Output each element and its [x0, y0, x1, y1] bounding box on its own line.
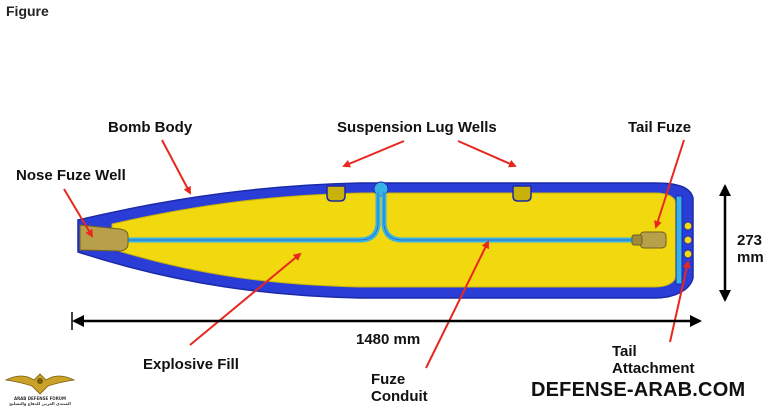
dimension-length-label: 1480 mm: [356, 331, 421, 348]
tail-attachment-bolt-2: [683, 235, 693, 245]
arrow-lug-left: [342, 140, 405, 168]
tail-attachment-bolt-1: [683, 221, 693, 231]
tail-fuze: [639, 231, 667, 249]
arrow-fuze-conduit: [425, 240, 489, 369]
eagle-emblem-icon: [4, 373, 76, 395]
arrow-tail-fuze: [654, 139, 685, 229]
label-tail-fuze: Tail Fuze: [628, 119, 692, 136]
label-fuze-conduit-line2: Conduit: [371, 387, 428, 405]
logo-text-line2: المنتدى العربي للدفاع والتسليح: [9, 401, 71, 406]
site-watermark: DEFENSE-ARAB.COM: [531, 379, 746, 401]
forum-logo: ARAB DEFENSE FORUM المنتدى العربي للدفاع…: [4, 368, 76, 408]
figure-label: Figure: [6, 3, 49, 19]
lug-well-front: [326, 185, 346, 202]
logo-text-line1: ARAB DEFENSE FORUM: [13, 396, 67, 401]
label-fuze-conduit-line1: Fuze: [371, 371, 406, 388]
arrow-explosive-fill: [189, 252, 302, 346]
label-suspension-lug-wells: Suspension Lug Wells: [337, 119, 497, 136]
arrow-lug-right: [457, 140, 517, 168]
dimension-diameter-label: 273 mm: [737, 232, 764, 267]
label-bomb-body: Bomb Body: [108, 119, 193, 136]
label-fuze-conduit: Fuze Conduit: [371, 371, 428, 406]
dimension-diameter-unit: mm: [737, 248, 764, 266]
tail-fuze-tip: [631, 234, 643, 246]
lug-well-rear: [512, 185, 532, 202]
dimension-diameter-value: 273: [737, 232, 763, 249]
tail-attachment-bolt-3: [683, 249, 693, 259]
label-tail-attachment: Tail Attachment: [612, 343, 695, 378]
tail-attachment-plate: [675, 195, 683, 285]
label-tail-attachment-line1: Tail: [612, 343, 637, 360]
label-explosive-fill: Explosive Fill: [143, 356, 239, 373]
arrow-bomb-body: [161, 139, 191, 195]
label-nose-fuze-well: Nose Fuze Well: [16, 167, 126, 184]
fuze-conduit-outline: [120, 192, 640, 241]
arrow-nose-fuze: [63, 188, 94, 238]
label-tail-attachment-line2: Attachment: [612, 359, 695, 377]
arrow-tail-attachment: [669, 260, 691, 343]
